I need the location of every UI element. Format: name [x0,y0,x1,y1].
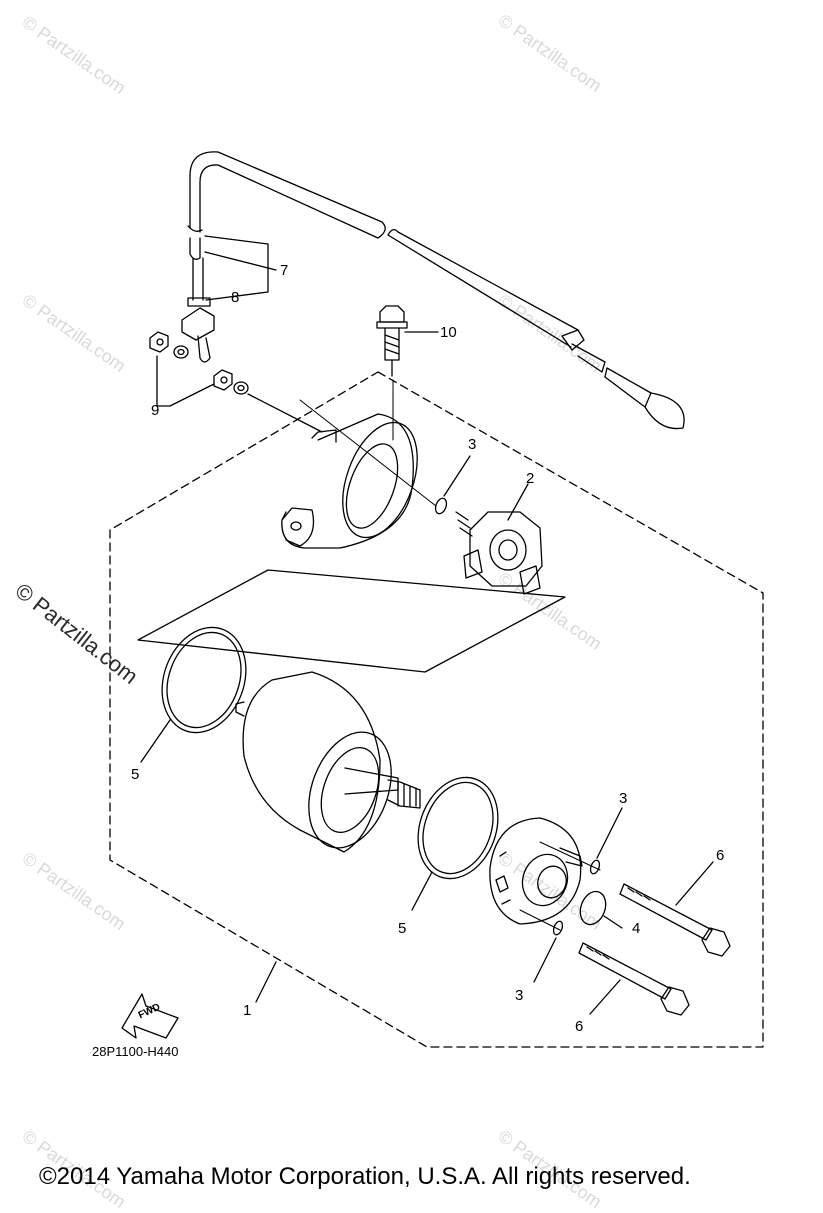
washer-9b [233,381,249,395]
callout-7: 7 [280,262,289,279]
nut-9a [149,331,169,353]
leader-3-top [443,455,471,497]
callout-6-lower: 6 [575,1018,584,1035]
leader-8 [205,267,269,301]
bolt-10 [379,305,405,323]
callout-6-upper: 6 [716,847,725,864]
callout-10: 10 [440,324,457,341]
copyright-notice: ©2014 Yamaha Motor Corporation, U.S.A. A… [39,1163,691,1190]
leader-7 [204,235,277,271]
diagram-code: 28P1100-H440 [92,1044,179,1059]
callout-9: 9 [151,402,160,419]
callout-2: 2 [526,470,535,487]
leader-4 [603,915,623,929]
oring-3-low [552,920,564,936]
yoke-body [242,671,381,853]
callout-3-top: 3 [468,436,477,453]
bolt-6-upper [619,883,713,941]
bolt-6-lower [578,942,672,1000]
oring-5-lower [417,776,499,880]
leader-3-mid [596,807,623,859]
leader-9b [247,393,323,433]
callout-3-mid: 3 [619,790,628,807]
brush-plate-2 [469,511,543,587]
battery-cable [189,151,383,239]
leader-5-lower [411,871,433,911]
leader-6-upper [675,861,714,906]
callout-1: 1 [243,1002,252,1019]
callout-5-upper: 5 [131,766,140,783]
rear-cover [281,413,414,549]
washer-9a [173,345,189,359]
leader-1 [255,961,277,1003]
leader-7b [204,251,269,269]
callout-3-low: 3 [515,987,524,1004]
fwd-arrow-icon [121,993,179,1039]
oring-5-upper [161,626,247,734]
oring-4 [579,890,607,926]
brush-plate-outline [137,569,566,673]
callout-5-lower: 5 [398,920,407,937]
leader-9 [156,355,215,407]
oring-3-mid [589,859,601,875]
assembly-outline [109,371,764,1048]
front-cover [489,817,582,925]
nut-9b [213,369,233,391]
leader-3-low [533,937,557,983]
leader-5-upper [140,719,171,763]
leader-2 [507,483,529,521]
leader-6-lower [589,979,621,1015]
oring-3-top [434,497,448,515]
callout-8: 8 [231,289,240,306]
callout-4: 4 [632,920,641,937]
